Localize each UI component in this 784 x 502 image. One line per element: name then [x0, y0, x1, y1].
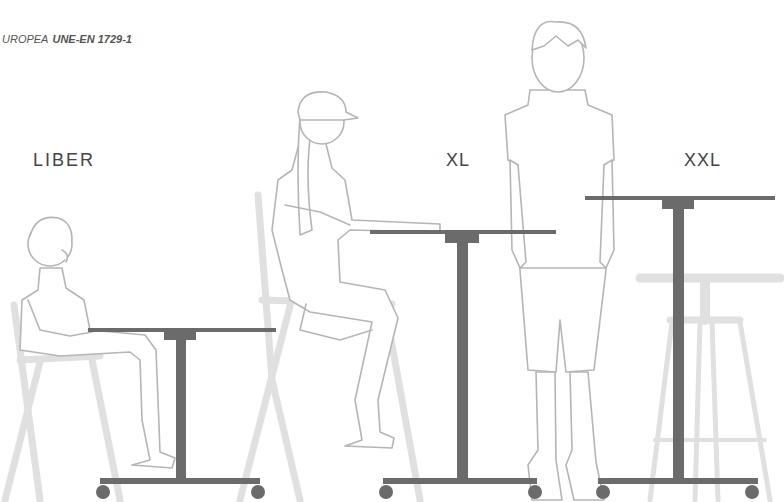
standard-code: UNE-EN 1729-1: [52, 33, 131, 45]
size-name: LIBER: [33, 150, 95, 171]
size-name: XXL: [684, 150, 721, 171]
standard-text: UROPEA: [2, 33, 48, 45]
size-name: XL: [446, 150, 470, 171]
